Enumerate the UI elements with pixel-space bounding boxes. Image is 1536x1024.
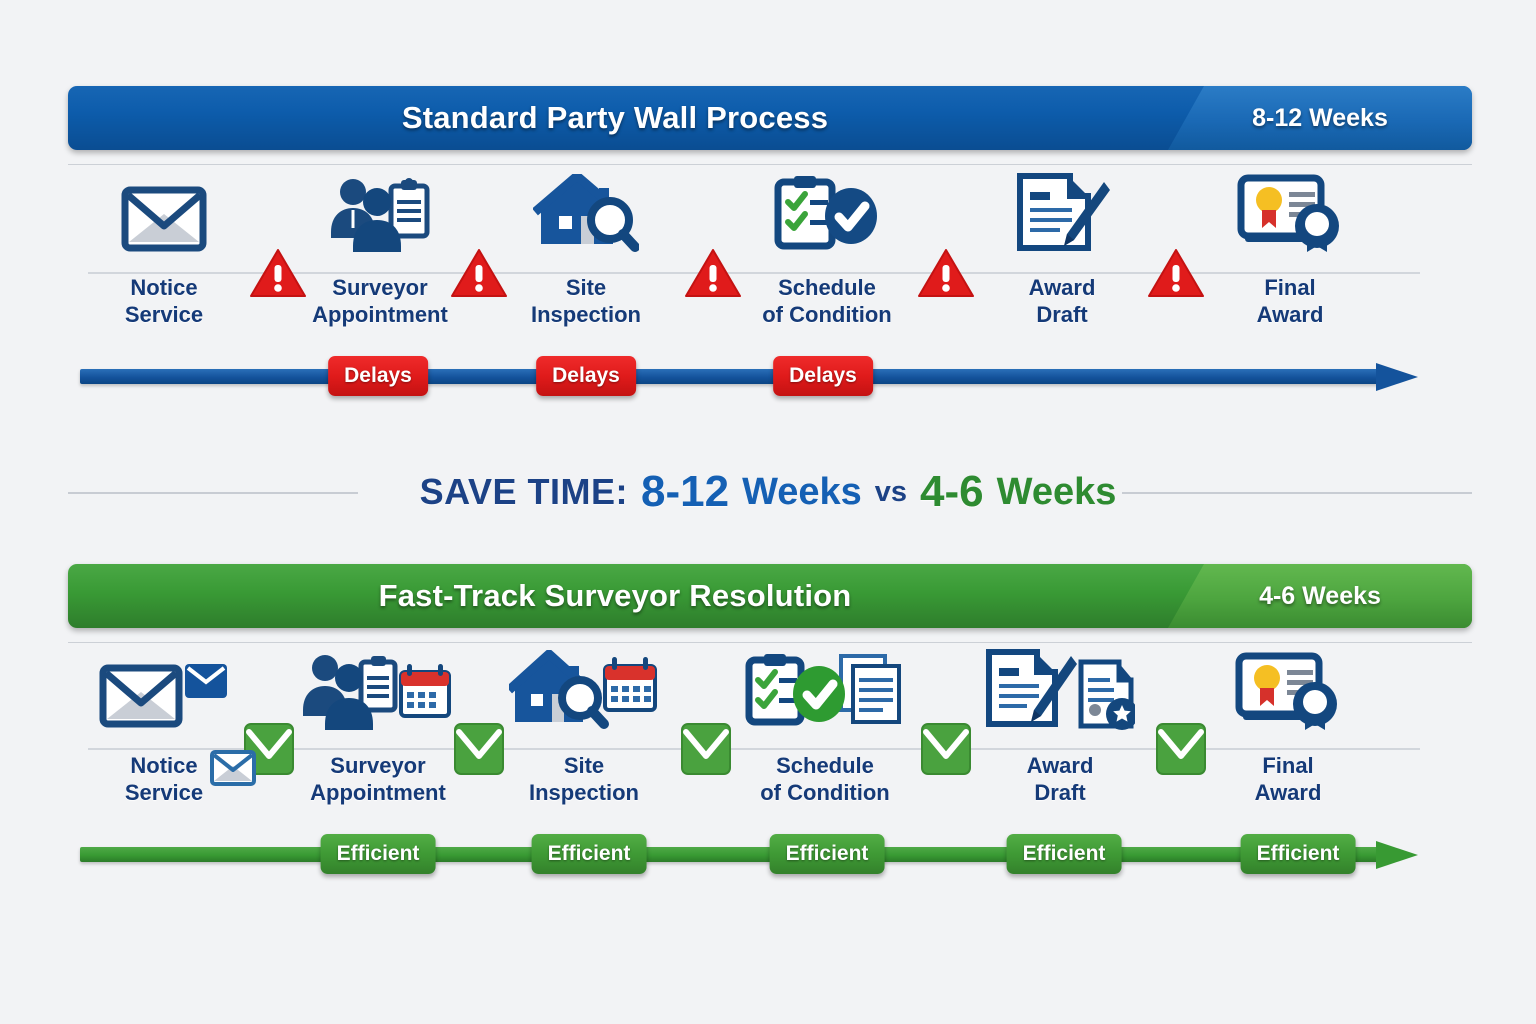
warning-triangle-icon: [685, 248, 741, 303]
save-time-fast-unit: Weeks: [996, 470, 1117, 513]
fasttrack-title: Fast-Track Surveyor Resolution: [378, 578, 852, 613]
fasttrack-divider: [68, 642, 1472, 643]
fasttrack-step-label: Award Draft: [1026, 753, 1094, 806]
fasttrack-arrow-line: Efficient Efficient Efficient Efficient …: [80, 834, 1420, 874]
standard-duration-badge: 8-12 Weeks: [1168, 86, 1472, 150]
save-time-fast-value: 4-6: [920, 467, 984, 516]
house-magnifier-calendar-icon: [494, 648, 674, 730]
fasttrack-pill-efficient: Efficient: [769, 834, 885, 874]
standard-pill-delays: Delays: [328, 356, 428, 396]
save-time-rule-right: [1122, 492, 1472, 494]
standard-step-label: Site Inspection: [530, 275, 641, 328]
standard-step-surveyor-appointment: Surveyor Appointment: [290, 170, 470, 329]
standard-header-bar: Standard Party Wall Process 8-12 Weeks: [68, 86, 1472, 150]
fasttrack-step-label: Surveyor Appointment: [310, 753, 446, 806]
fasttrack-step-schedule-of-condition: Schedule of Condition: [735, 648, 915, 807]
fasttrack-step-site-inspection: Site Inspection: [494, 648, 674, 807]
standard-step-site-inspection: Site Inspection: [496, 170, 676, 329]
standard-step-label: Schedule of Condition: [762, 275, 892, 328]
arrow-head-icon: [1376, 357, 1420, 397]
fasttrack-step-label: Site Inspection: [528, 753, 639, 806]
fasttrack-step-label: Notice Service: [124, 753, 204, 806]
standard-step-final-award: Final Award: [1200, 170, 1380, 329]
save-time-standard-unit: Weeks: [742, 470, 862, 513]
document-pen-icon: [972, 170, 1152, 252]
standard-step-label: Award Draft: [1028, 275, 1096, 328]
green-envelope-check-icon: [453, 722, 505, 781]
fasttrack-pill-efficient: Efficient: [1006, 834, 1122, 874]
fasttrack-pill-efficient: Efficient: [320, 834, 436, 874]
fasttrack-pill-efficient: Efficient: [1240, 834, 1356, 874]
save-time-text: SAVE TIME: 8-12 Weeks vs 4-6 Weeks: [0, 452, 1536, 532]
save-time-vs: vs: [874, 475, 908, 508]
green-envelope-check-icon: [1155, 722, 1207, 781]
standard-step-label: Surveyor Appointment: [312, 275, 448, 328]
fasttrack-step-surveyor-appointment: Surveyor Appointment: [288, 648, 468, 807]
save-time-band: SAVE TIME: 8-12 Weeks vs 4-6 Weeks: [0, 452, 1536, 532]
standard-baseline: [88, 272, 1420, 274]
house-magnifier-icon: [496, 170, 676, 252]
fasttrack-step-final-award: Final Award: [1198, 648, 1378, 807]
standard-pill-delays: Delays: [773, 356, 873, 396]
checklist-check-documents-icon: [735, 648, 915, 730]
document-pen-certified-icon: [970, 648, 1150, 730]
standard-pill-delays: Delays: [536, 356, 636, 396]
arrow-shaft: [80, 369, 1388, 384]
fasttrack-step-label: Final Award: [1254, 753, 1322, 806]
certificate-seal-icon: [1198, 648, 1378, 730]
checklist-check-icon: [737, 170, 917, 252]
envelope-icon: [74, 170, 254, 252]
fasttrack-pill-efficient: Efficient: [531, 834, 647, 874]
fasttrack-step-award-draft: Award Draft: [970, 648, 1150, 807]
fasttrack-duration-badge: 4-6 Weeks: [1168, 564, 1472, 628]
warning-triangle-icon: [1148, 248, 1204, 303]
green-envelope-check-icon: [920, 722, 972, 781]
envelope-plus-mail-icon: [74, 648, 254, 730]
standard-step-notice-service: Notice Service: [74, 170, 254, 329]
standard-timeline: Notice Service: [0, 170, 1536, 400]
fasttrack-baseline: [88, 748, 1420, 750]
green-envelope-check-icon: [680, 722, 732, 781]
standard-step-label: Final Award: [1256, 275, 1324, 328]
standard-step-schedule-of-condition: Schedule of Condition: [737, 170, 917, 329]
warning-triangle-icon: [451, 248, 507, 303]
standard-step-award-draft: Award Draft: [972, 170, 1152, 329]
surveyors-clipboard-icon: [290, 170, 470, 252]
certificate-seal-icon: [1200, 170, 1380, 252]
save-time-rule-left: [68, 492, 358, 494]
surveyors-clipboard-calendar-icon: [288, 648, 468, 730]
standard-step-label: Notice Service: [124, 275, 204, 328]
fasttrack-header-bar: Fast-Track Surveyor Resolution 4-6 Weeks: [68, 564, 1472, 628]
warning-triangle-icon: [918, 248, 974, 303]
standard-divider: [68, 164, 1472, 165]
arrow-shaft: [80, 847, 1388, 862]
envelope-overlay-icon: [210, 748, 256, 793]
save-time-lead: SAVE TIME:: [419, 471, 628, 512]
arrow-head-icon: [1376, 835, 1420, 875]
save-time-standard-value: 8-12: [640, 467, 730, 516]
fasttrack-step-label: Schedule of Condition: [760, 753, 890, 806]
standard-title: Standard Party Wall Process: [401, 100, 829, 135]
green-envelope-check-icon: [243, 722, 295, 781]
warning-triangle-icon: [250, 248, 306, 303]
fasttrack-timeline: Notice Service: [0, 648, 1536, 888]
standard-arrow-line: Delays Delays Delays: [80, 356, 1420, 396]
fasttrack-step-notice-service: Notice Service: [74, 648, 254, 807]
